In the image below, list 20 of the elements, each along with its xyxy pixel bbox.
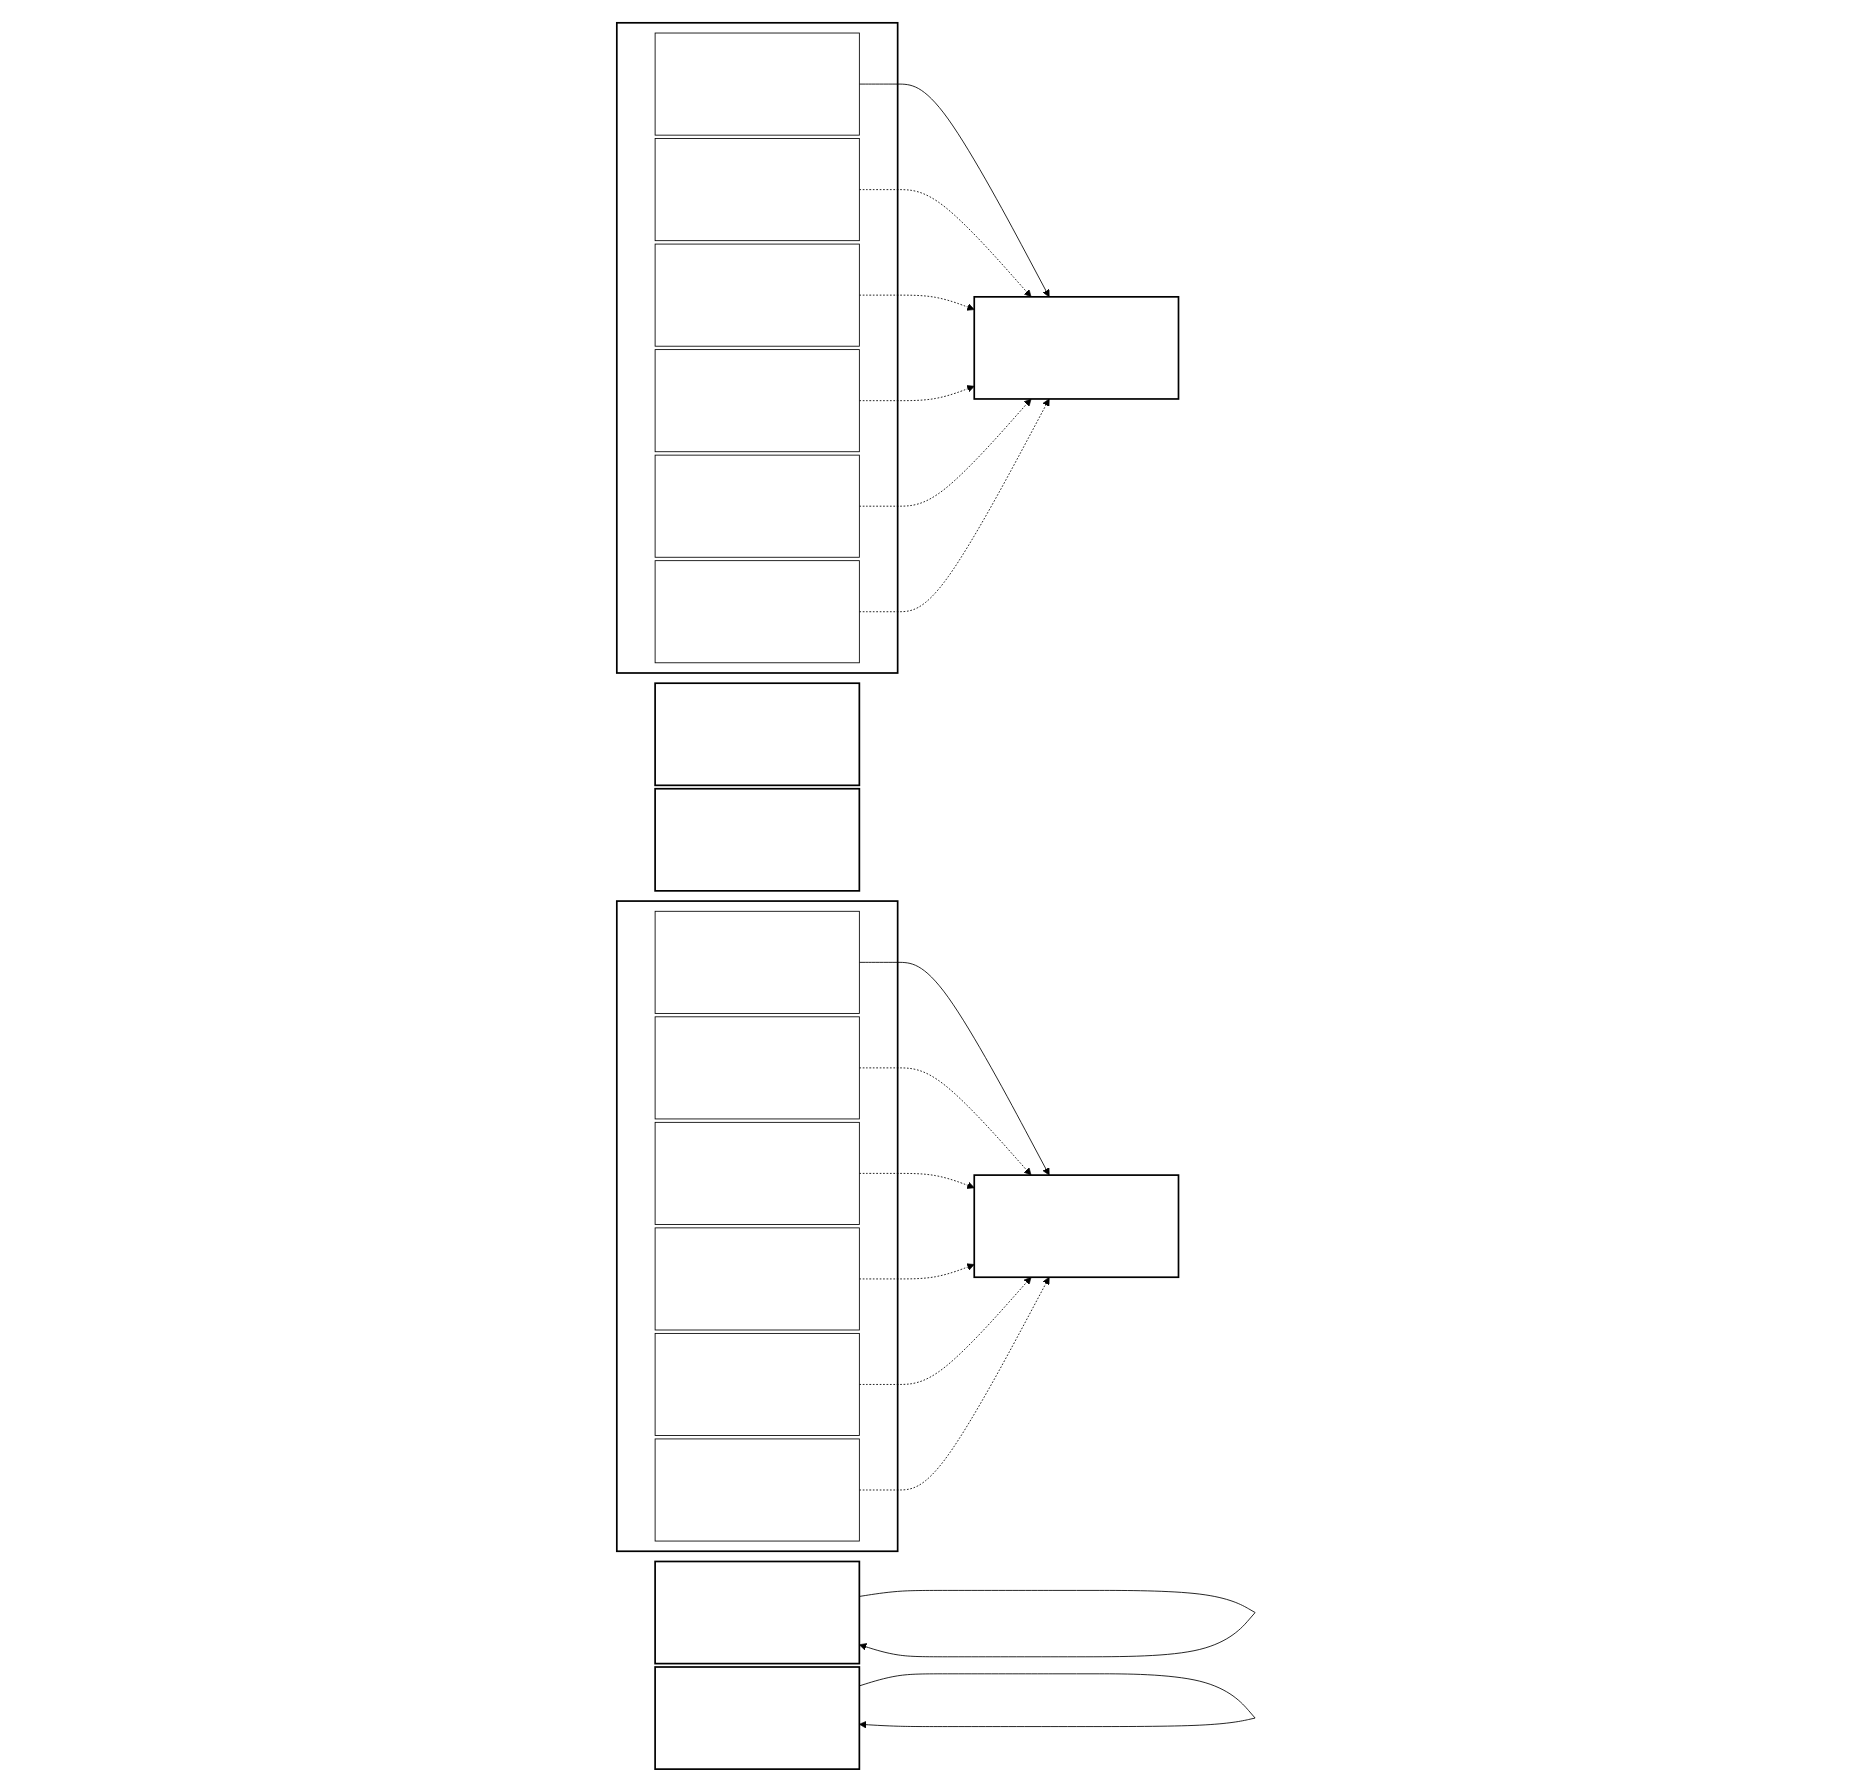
node-box	[654, 1437, 860, 1541]
node-box	[654, 559, 860, 663]
cluster	[615, 899, 899, 1552]
node-box	[654, 1120, 860, 1224]
node-box	[654, 1665, 861, 1769]
node-box	[654, 1332, 860, 1435]
node-box	[654, 1559, 861, 1664]
node-box	[654, 909, 860, 1013]
node-box	[973, 1173, 1180, 1278]
node-box	[654, 786, 861, 891]
node-box	[654, 31, 860, 135]
cluster	[615, 21, 899, 673]
node-box	[654, 1226, 860, 1330]
node-box	[654, 681, 861, 786]
node-box	[654, 348, 860, 452]
node-box	[654, 137, 860, 241]
node-box	[654, 1015, 860, 1119]
node-box	[654, 453, 860, 557]
node-box	[973, 295, 1180, 399]
node-box	[654, 242, 860, 346]
